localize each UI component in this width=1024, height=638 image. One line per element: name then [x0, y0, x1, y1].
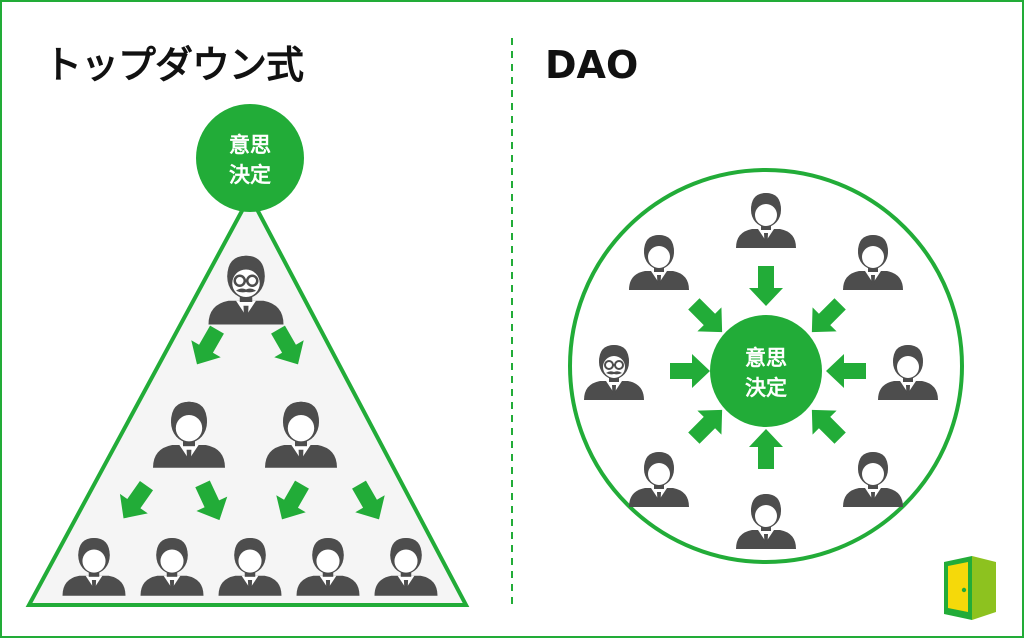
decision-label-line1: 意思 — [229, 133, 271, 157]
decision-label-line2: 決定 — [229, 163, 271, 187]
decision-label-line2: 決定 — [745, 376, 787, 400]
decision-node-top: 意思 決定 — [196, 104, 304, 212]
top-down-title: トップダウン式 — [44, 43, 304, 87]
dao-title: DAO — [545, 43, 639, 87]
decision-label-line1: 意思 — [745, 346, 787, 370]
door-logo-icon — [944, 556, 996, 620]
decision-node-center: 意思 決定 — [710, 315, 822, 427]
